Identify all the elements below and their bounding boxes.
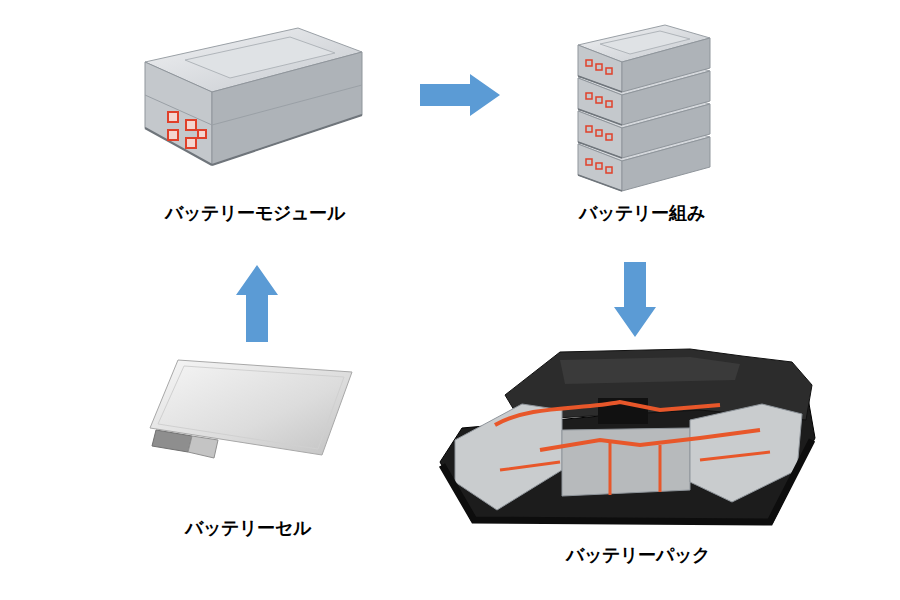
module-terminal: [168, 112, 178, 122]
block-arrow: [614, 262, 656, 337]
module-edge: [212, 115, 362, 165]
cell-tab: [152, 430, 192, 452]
step-caption: バッテリーパック: [508, 543, 768, 567]
stacked-module: [578, 25, 710, 92]
step-caption: バッテリーモジュール: [125, 201, 385, 225]
module-rib: [212, 85, 362, 125]
module-side: [212, 52, 362, 165]
cell-tab: [188, 436, 218, 458]
block-arrow: [420, 74, 500, 116]
pack-module: [562, 428, 690, 496]
module-edge: [145, 128, 212, 165]
module-rib: [145, 95, 212, 125]
block-arrow: [236, 265, 278, 342]
battery-cell-illustration: [150, 360, 352, 458]
module-terminal: [198, 130, 206, 138]
pack-cable: [500, 452, 770, 470]
pack-cable: [610, 440, 660, 495]
pack-rim: [442, 440, 812, 522]
module-terminal: [186, 120, 196, 130]
module-stack-illustration: [578, 25, 710, 191]
illustrated-step: バッテリー組み: [500, 20, 785, 262]
step-caption: バッテリー組み: [512, 201, 772, 225]
illustrated-step: バッテリーパック: [420, 337, 840, 587]
module-side: [145, 62, 212, 165]
step-caption: バッテリーセル: [118, 516, 378, 540]
cell-pouch: [150, 360, 352, 455]
pack-cable: [495, 402, 720, 425]
pack-tray: [440, 398, 815, 524]
illustrated-step: バッテリーセル: [120, 342, 380, 552]
pack-cover-ridge: [560, 357, 740, 384]
module-terminal: [186, 138, 196, 148]
pack-cable: [540, 430, 760, 450]
module-terminal: [168, 130, 178, 140]
battery-pack-illustration: [440, 349, 815, 524]
illustrated-step: バッテリーモジュール: [120, 20, 420, 265]
battery-module-illustration: [145, 28, 362, 165]
